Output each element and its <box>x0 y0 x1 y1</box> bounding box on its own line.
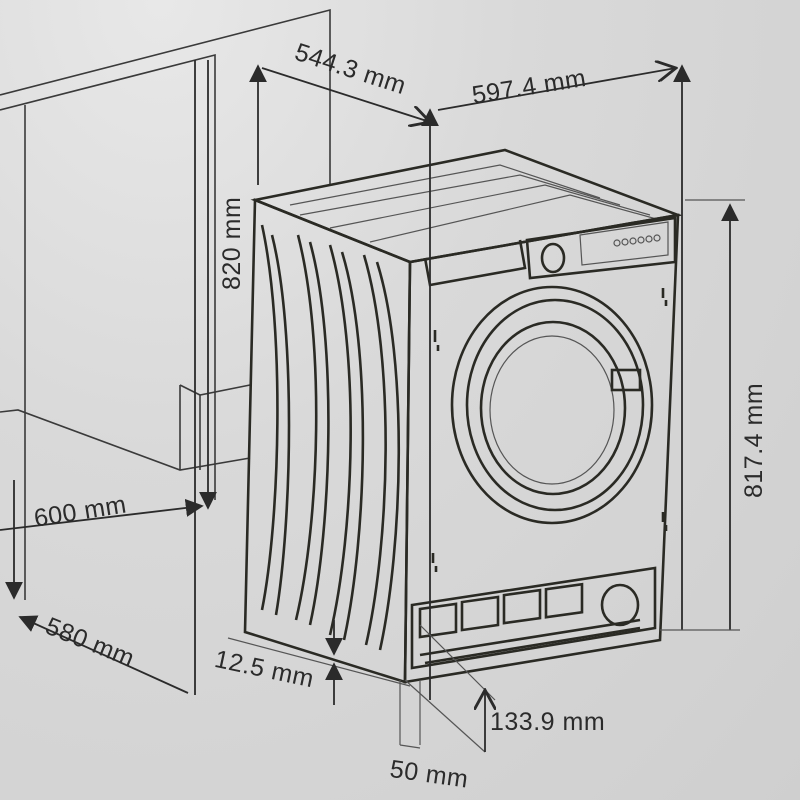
cabinet-niche <box>0 8 331 600</box>
washing-machine <box>243 148 683 684</box>
dimension-lines <box>0 60 745 753</box>
door-porthole <box>450 285 654 525</box>
program-indicator-lights <box>613 234 661 247</box>
label-plinth-height: 133.9 mm <box>490 708 606 736</box>
plinth-panel <box>410 566 657 670</box>
label-height-niche: 820 mm <box>218 196 246 290</box>
label-height-machine: 817.4 mm <box>740 382 768 498</box>
